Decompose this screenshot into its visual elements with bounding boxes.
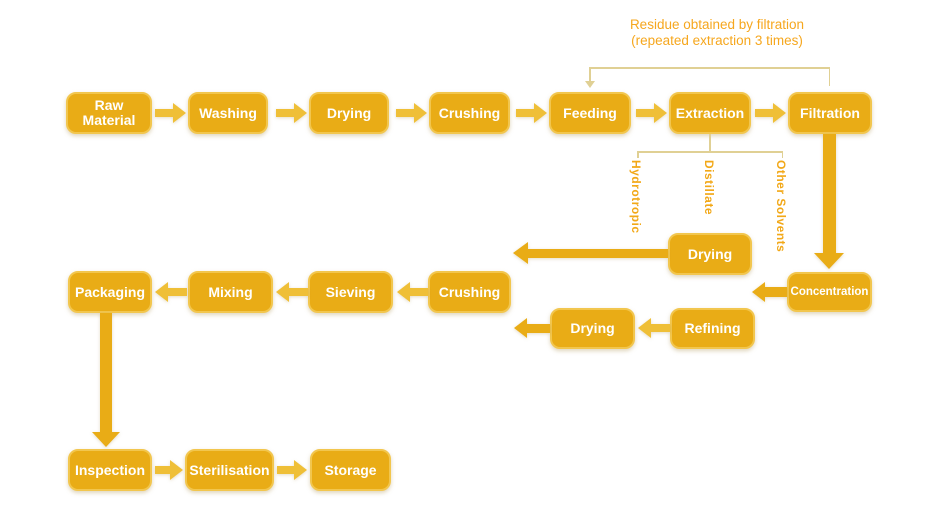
node-feeding: Feeding [549, 92, 631, 134]
extraction-branch-tick-left [637, 151, 639, 158]
residue-line-left-vertical [589, 67, 591, 81]
node-mixing: Mixing [188, 271, 273, 313]
node-drying-2: Drying [668, 233, 752, 275]
residue-line-horizontal [589, 67, 830, 69]
node-packaging: Packaging [68, 271, 152, 313]
extraction-branch-tick-right [781, 151, 783, 158]
node-crushing-1: Crushing [429, 92, 510, 134]
node-washing: Washing [188, 92, 268, 134]
node-refining: Refining [670, 308, 755, 349]
extraction-branch-horizontal [637, 151, 783, 153]
node-extraction: Extraction [669, 92, 751, 134]
node-sterilisation: Sterilisation [185, 449, 274, 491]
extraction-branch-stub [709, 134, 711, 152]
node-drying-3: Drying [550, 308, 635, 349]
residue-line-right-vertical [828, 67, 830, 86]
residue-annotation-line1: Residue obtained by filtration [629, 17, 805, 32]
node-crushing-2: Crushing [428, 271, 511, 313]
branch-label-other-solvents: Other Solvents [774, 160, 788, 253]
residue-annotation: Residue obtained by filtration (repeated… [567, 17, 867, 49]
residue-annotation-line2: (repeated extraction 3 times) [631, 33, 803, 49]
branch-label-distillate: Distillate [702, 160, 716, 216]
node-storage: Storage [310, 449, 391, 491]
node-raw-material: Raw Material [66, 92, 152, 134]
branch-label-hydrotropic: Hydrotropic [629, 160, 643, 234]
node-concentration: Concentration [787, 272, 872, 312]
node-drying-1: Drying [309, 92, 389, 134]
node-filtration: Filtration [788, 92, 872, 134]
node-inspection: Inspection [68, 449, 152, 491]
node-sieving: Sieving [308, 271, 393, 313]
